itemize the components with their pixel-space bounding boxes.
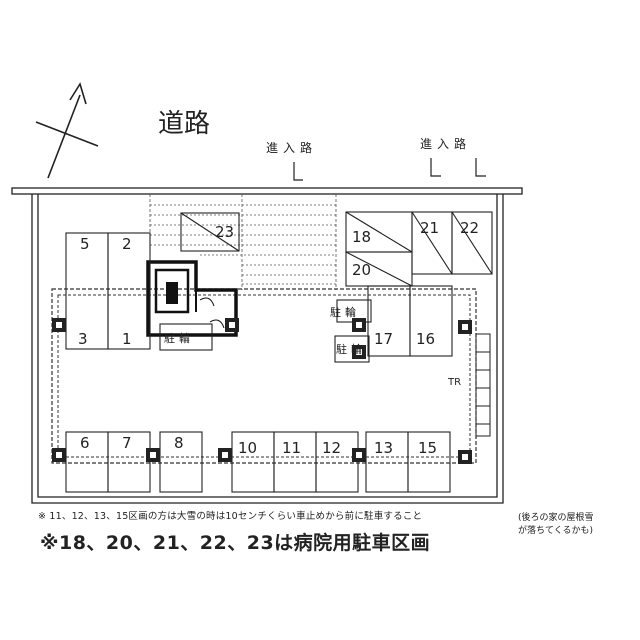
stall-number-17: 17 bbox=[374, 330, 393, 348]
entrance-label-2: 進入路 bbox=[420, 136, 471, 151]
north-arrow-icon bbox=[35, 82, 99, 179]
stall-number-23: 23 bbox=[215, 223, 234, 241]
transformer-label: TR bbox=[447, 377, 461, 388]
stall-number-12: 12 bbox=[322, 439, 341, 457]
bike-parking-label: 駐輪 bbox=[164, 331, 194, 345]
bike-parking-label: 駐輪 bbox=[330, 305, 360, 319]
stall-number-5: 5 bbox=[80, 235, 90, 253]
stall-number-7: 7 bbox=[122, 434, 132, 452]
stall-number-8: 8 bbox=[174, 434, 184, 452]
hospital-parking-note: ※18、20、21、22、23は病院用駐車区画 bbox=[40, 532, 431, 554]
entrance-arrow-icon bbox=[475, 158, 486, 177]
stall-number-15: 15 bbox=[418, 439, 437, 457]
stall-number-16: 16 bbox=[416, 330, 435, 348]
roof-snow-note-line-1: (後ろの家の屋根雪 bbox=[518, 513, 594, 523]
post-markers bbox=[52, 318, 472, 464]
road-edge bbox=[11, 187, 523, 195]
entrance-arrow-icon bbox=[293, 162, 303, 181]
driveway-border bbox=[51, 288, 477, 464]
stall-number-22: 22 bbox=[460, 219, 479, 237]
stall-number-3: 3 bbox=[78, 330, 88, 348]
roof-snow-note: (後ろの家の屋根雪 が落ちてくるかも) bbox=[518, 512, 594, 538]
bike-parking-label: 駐輪 bbox=[336, 342, 366, 356]
roof-snow-note-line-2: が落ちてくるかも) bbox=[518, 526, 594, 536]
road-label: 道路 bbox=[158, 109, 210, 139]
stall-number-11: 11 bbox=[282, 439, 301, 457]
approach-hatched-area bbox=[149, 194, 337, 290]
transformer-unit bbox=[475, 333, 491, 437]
stall-number-13: 13 bbox=[374, 439, 393, 457]
stall-number-1: 1 bbox=[122, 330, 132, 348]
parking-stalls bbox=[65, 211, 493, 493]
stall-number-10: 10 bbox=[238, 439, 257, 457]
lot-boundary bbox=[31, 194, 504, 504]
stall-number-6: 6 bbox=[80, 434, 90, 452]
stall-number-2: 2 bbox=[122, 235, 132, 253]
entrance-arrow-icon bbox=[430, 158, 441, 177]
stall-number-20: 20 bbox=[352, 261, 371, 279]
entrance-label-1: 進入路 bbox=[266, 140, 317, 155]
building bbox=[146, 260, 238, 337]
stall-number-18: 18 bbox=[352, 228, 371, 246]
stall-number-21: 21 bbox=[420, 219, 439, 237]
snow-parking-note: ※ 11、12、13、15区画の方は大雪の時は10センチくらい車止めから前に駐車… bbox=[38, 511, 423, 522]
